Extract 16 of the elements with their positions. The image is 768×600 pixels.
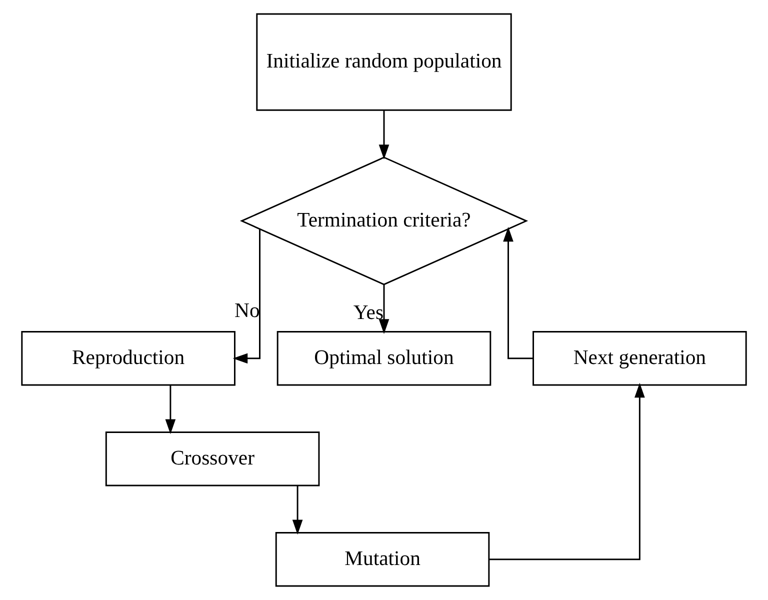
arrow [503, 226, 533, 360]
edge-label: Yes [353, 302, 384, 324]
arrow [232, 229, 260, 364]
arrow [378, 110, 390, 160]
arrow [165, 385, 176, 434]
node-diamond: Termination criteria? [240, 156, 528, 286]
node-box: Reproduction [21, 331, 236, 386]
arrow [378, 284, 390, 334]
node-box: Initialize random population [256, 13, 512, 111]
arrow [488, 382, 645, 560]
edge-label: No [234, 300, 260, 322]
node-box: Optimal solution [276, 331, 492, 386]
node-box: Crossover [105, 432, 320, 486]
arrow [292, 486, 303, 535]
node-box: Mutation [275, 532, 490, 587]
node-box: Next generation [532, 331, 747, 386]
